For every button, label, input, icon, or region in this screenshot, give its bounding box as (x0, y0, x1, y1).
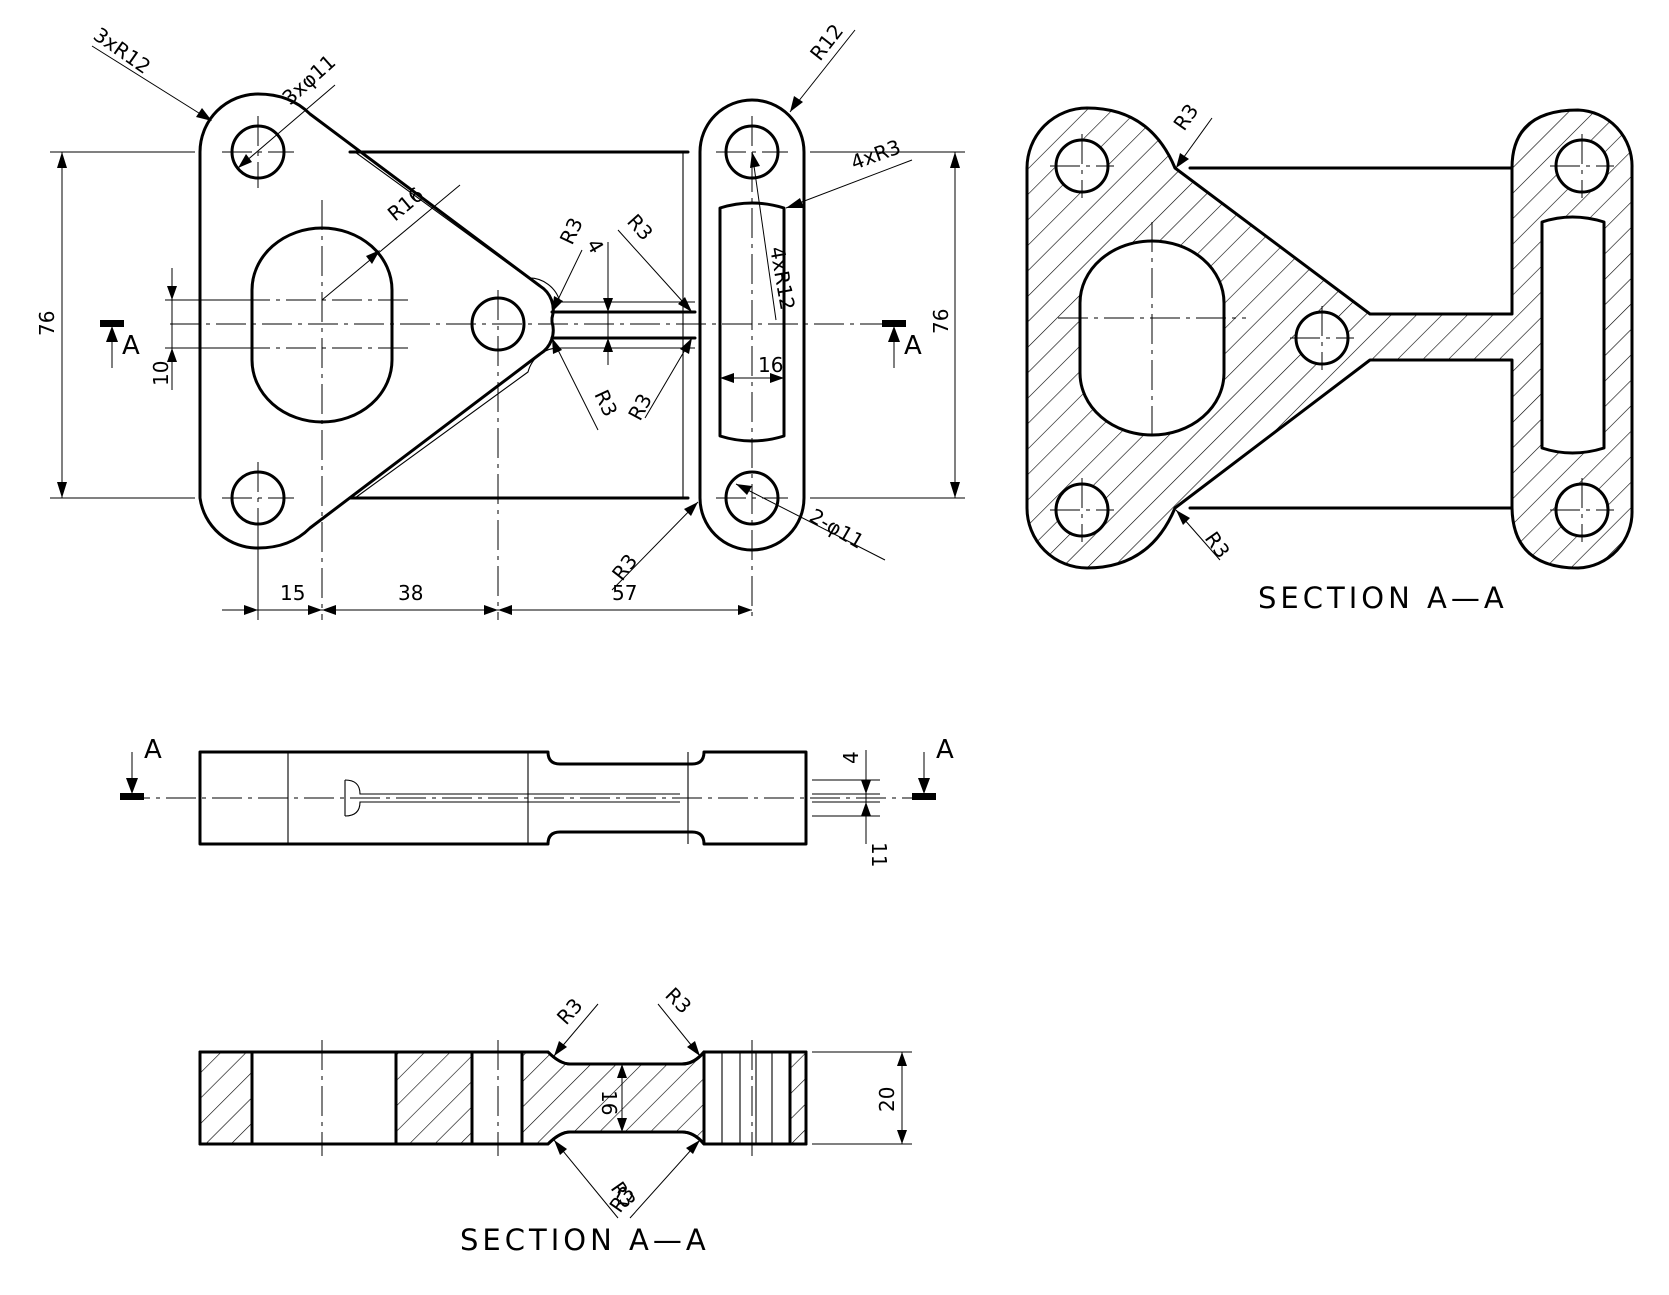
callout-right-end-radius: R12 (805, 19, 848, 65)
section-bottom-dim-total: 20 (875, 1087, 899, 1112)
callout-slot-radius: 4xR12 (765, 245, 800, 312)
side-view: A A 4 11 (120, 735, 954, 867)
dim-web-thick: 4 (582, 235, 609, 258)
side-view-outline (198, 750, 808, 846)
cut-label-left: A (122, 331, 140, 361)
section-bottom-title: SECTION A—A (460, 1223, 710, 1257)
dim-run-1: 15 (280, 581, 305, 605)
cut-label-right: A (904, 331, 922, 361)
dim-height-right: 76 (929, 309, 953, 334)
section-bottom-fillet-top-left: R3 (552, 994, 588, 1030)
dim-run-2: 38 (398, 581, 423, 605)
dim-web-gap: 10 (149, 361, 173, 386)
callout-slot-fillets: 4xR3 (848, 135, 904, 175)
section-bottom-hatch-1 (198, 1050, 254, 1146)
section-right: R3 R3 SECTION A—A (1025, 99, 1634, 615)
section-bottom-outline (198, 1050, 808, 1146)
section-right-fillet-top: R3 (1168, 99, 1203, 135)
side-cut-label-right: A (936, 735, 954, 765)
callout-lug-holes: 3xφ11 (277, 50, 340, 110)
section-bottom: 16 20 R3 R3 R3 R3 SECTION A—A (198, 983, 912, 1257)
dim-height-left: 76 (35, 311, 59, 336)
callout-fillet-upper-b: R3 (622, 209, 658, 245)
callout-fillet-lower-a: R3 (589, 386, 622, 420)
side-cut-label-left: A (144, 735, 162, 765)
obround-opening (250, 226, 394, 424)
top-view: A A 76 76 10 4 16 (35, 19, 965, 620)
right-lug-outline (698, 98, 806, 552)
right-lug-slot (718, 201, 786, 443)
section-bottom-hatch-4 (788, 1050, 808, 1146)
section-right-fillet-bottom: R3 (1200, 527, 1235, 563)
callout-fillet-lower-b: R3 (623, 390, 657, 425)
section-bottom-fillet-bottom-b: R3 (604, 1181, 639, 1217)
side-dim-thick: 11 (867, 842, 891, 867)
callout-boss-radius: R16 (383, 182, 429, 226)
dim-slot-width: 16 (758, 353, 783, 377)
left-flange-outline (198, 92, 555, 550)
callout-hole-pair: 2-φ11 (806, 504, 869, 554)
section-bottom-dim-web: 16 (597, 1090, 621, 1115)
section-right-title: SECTION A—A (1258, 581, 1508, 615)
side-dim-thin: 4 (839, 751, 863, 764)
callout-fillet-upper-a: R3 (555, 214, 588, 248)
section-bottom-hatch-2 (394, 1050, 474, 1146)
callout-fillet-bottom: R3 (607, 549, 642, 585)
